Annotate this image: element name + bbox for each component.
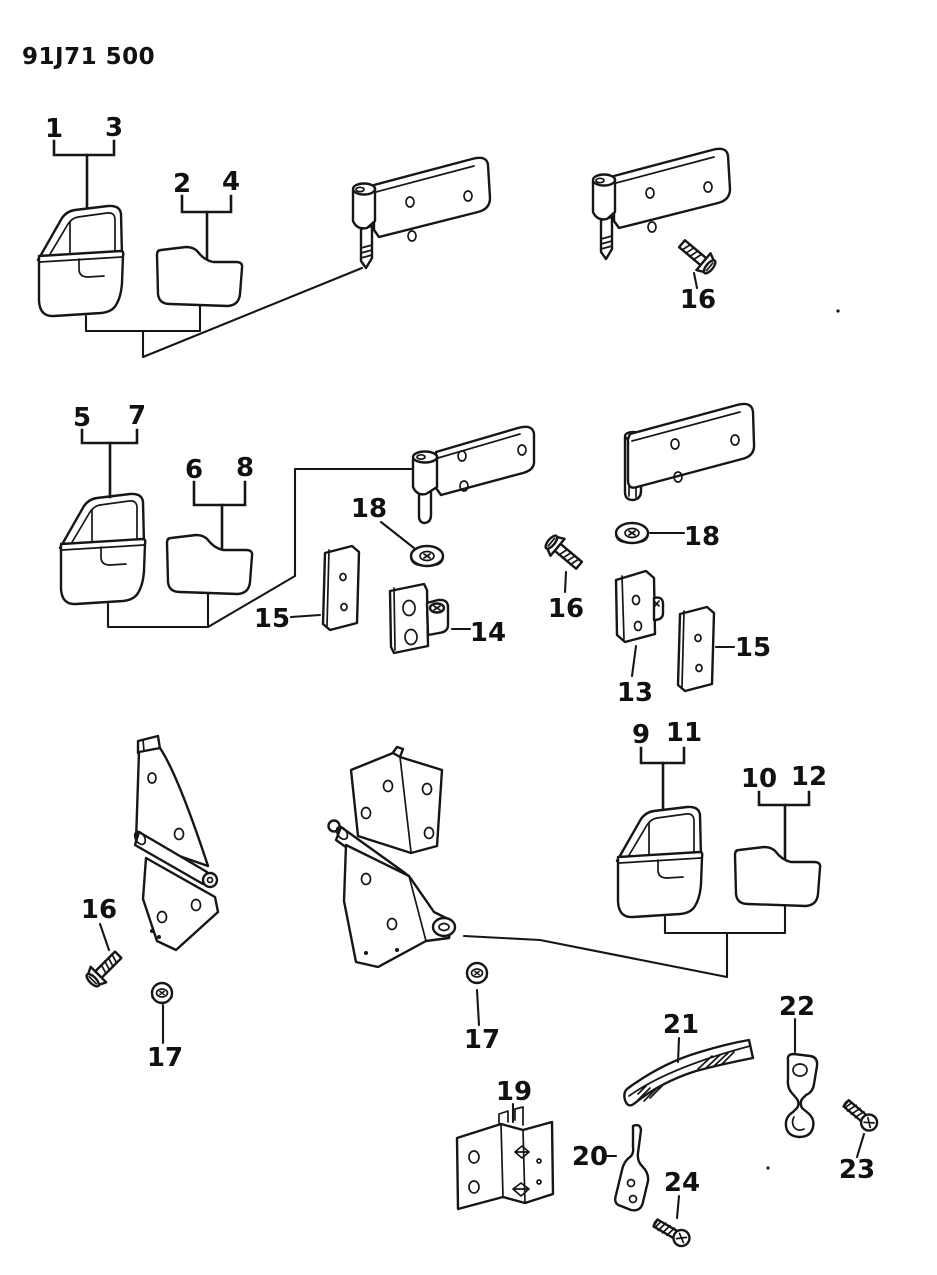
nut-17-center-drawing xyxy=(465,961,489,985)
screw-16-lower-drawing xyxy=(81,945,128,992)
callout-2: 2 xyxy=(173,169,191,199)
callout-8: 8 xyxy=(236,453,254,483)
callout-1: 1 xyxy=(45,114,63,144)
callout-23: 23 xyxy=(839,1155,875,1185)
hinge-13-drawing xyxy=(614,569,665,644)
callout-22: 22 xyxy=(779,992,815,1022)
lower-hinge-14-drawing xyxy=(388,582,450,655)
cowl-hinge-center-drawing xyxy=(327,745,457,969)
callout-5: 5 xyxy=(73,403,91,433)
callout-9: 9 xyxy=(632,720,650,750)
screw-16-top-drawing xyxy=(673,234,721,279)
leader-23 xyxy=(855,1132,866,1159)
leader-21 xyxy=(676,1036,681,1064)
callout-16: 16 xyxy=(680,285,716,315)
callout-18: 18 xyxy=(351,494,387,524)
callout-24: 24 xyxy=(664,1168,700,1198)
callout-bracket-10-12 xyxy=(757,790,811,862)
rear-door-panel-drawing xyxy=(615,805,704,919)
callout-12: 12 xyxy=(791,762,827,792)
callout-18-right: 18 xyxy=(684,522,720,552)
drawing-number: 91J71 500 xyxy=(22,44,155,70)
callout-16-mid: 16 xyxy=(548,594,584,624)
latch-lever-20-drawing xyxy=(613,1123,650,1212)
front-door-panel-drawing xyxy=(36,204,125,318)
callout-13: 13 xyxy=(617,678,653,708)
callout-10: 10 xyxy=(741,764,777,794)
screw-16-mid-drawing xyxy=(540,530,588,575)
row2-connector-line xyxy=(106,467,414,629)
callout-bracket-2-4 xyxy=(180,194,233,263)
callout-bracket-9-11 xyxy=(639,746,686,810)
leader-16-mid xyxy=(563,570,568,594)
leader-15-left xyxy=(289,613,322,619)
half-door-panel-2-drawing xyxy=(165,533,254,596)
callout-bracket-6-8 xyxy=(192,480,247,553)
washer-18-right-drawing xyxy=(614,521,650,545)
callout-15: 15 xyxy=(254,604,290,634)
front-door-panel-2-drawing xyxy=(58,492,147,606)
cowl-hinge-left-drawing xyxy=(133,734,220,952)
callout-17: 17 xyxy=(147,1043,183,1073)
callout-6: 6 xyxy=(185,455,203,485)
half-door-panel-drawing xyxy=(155,245,244,308)
callout-19: 19 xyxy=(496,1077,532,1107)
callout-bracket-5-7 xyxy=(80,428,139,499)
screw-23-drawing xyxy=(838,1095,882,1136)
callout-4: 4 xyxy=(222,167,240,197)
callout-3: 3 xyxy=(105,113,123,143)
leader-13 xyxy=(630,644,638,678)
callout-20: 20 xyxy=(572,1142,608,1172)
callout-16-lower: 16 xyxy=(81,895,117,925)
striker-bracket-19-drawing xyxy=(455,1106,555,1211)
callout-11: 11 xyxy=(666,718,702,748)
leader-16-top xyxy=(692,271,699,290)
upper-door-hinge-right-drawing xyxy=(591,147,732,261)
screw-24-drawing xyxy=(649,1214,694,1251)
strap-hook-22-drawing xyxy=(784,1052,819,1139)
leader-17-center xyxy=(475,988,481,1027)
leader-16-lower xyxy=(98,922,111,952)
check-strap-21-drawing xyxy=(623,1038,755,1107)
callout-17-center: 17 xyxy=(464,1025,500,1055)
callout-7: 7 xyxy=(128,401,146,431)
mid-door-hinge-drawing xyxy=(411,425,536,525)
callout-21: 21 xyxy=(663,1010,699,1040)
shim-15-left-drawing xyxy=(321,544,361,632)
callout-14: 14 xyxy=(470,618,506,648)
print-speck xyxy=(766,1166,770,1170)
print-speck xyxy=(836,309,840,313)
callout-15-right: 15 xyxy=(735,633,771,663)
nut-17-left-drawing xyxy=(150,981,174,1005)
leader-24 xyxy=(675,1194,681,1220)
mid-door-hinge-right-drawing xyxy=(623,402,756,502)
leader-18-left xyxy=(379,520,416,550)
shim-15-right-drawing xyxy=(676,605,716,693)
callout-bracket-1-3 xyxy=(52,139,116,209)
row1-connector-line xyxy=(84,266,364,359)
upper-door-hinge-left-drawing xyxy=(351,156,492,270)
rear-half-door-panel-drawing xyxy=(733,845,822,908)
washer-18-left-drawing xyxy=(409,544,445,568)
row3-connector-line xyxy=(462,904,787,979)
